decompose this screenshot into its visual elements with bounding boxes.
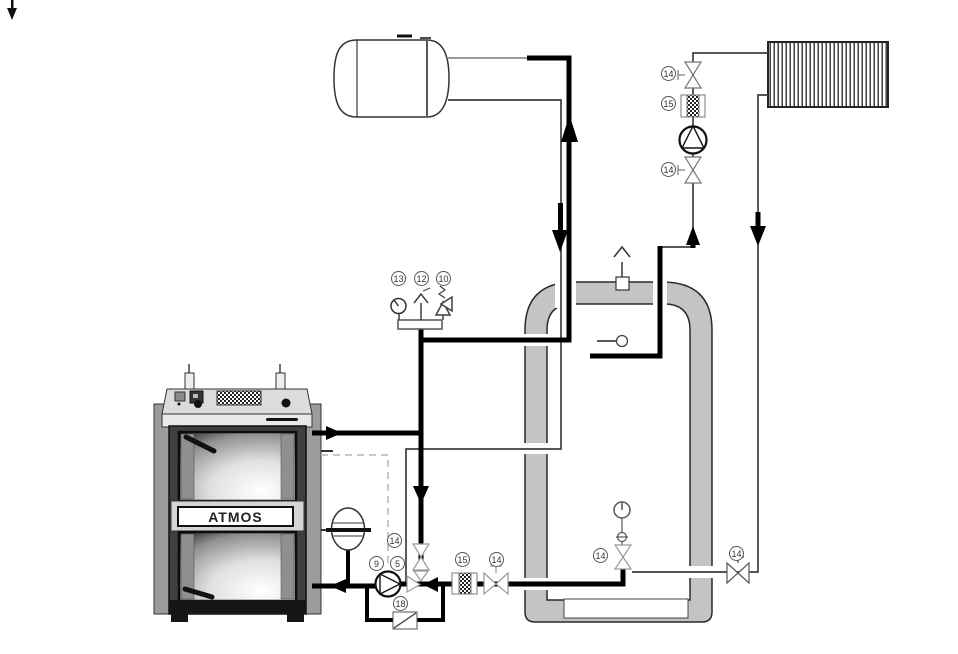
panel-switch — [174, 391, 186, 402]
arrow-expansion-down-icon — [552, 203, 568, 252]
boiler-base — [169, 600, 306, 613]
filter-return-icon — [451, 572, 478, 595]
mixing-valve-icon — [406, 570, 430, 594]
callout-14: 14 — [661, 66, 676, 81]
arrow-return-down-icon — [750, 212, 766, 246]
valve-return-radiator-icon — [726, 556, 750, 585]
drain-valve-icon — [613, 531, 633, 570]
callout-15: 15 — [661, 96, 676, 111]
arrow-flow-right-icon — [326, 426, 342, 440]
boiler-door-upper — [177, 430, 298, 503]
panel-grille — [216, 390, 262, 406]
callout-14: 14 — [593, 548, 608, 563]
boiler — [153, 364, 333, 622]
stray-arrow-icon — [7, 0, 17, 20]
safety-valve-icon — [434, 285, 453, 320]
arrow-riser-up-icon — [561, 115, 578, 142]
flow-arrows — [326, 115, 766, 593]
boiler-circuit — [374, 543, 509, 630]
radiator — [767, 41, 889, 108]
callout-5: 5 — [390, 556, 405, 571]
door-handle-lower — [182, 586, 215, 600]
boiler-control-panel — [161, 388, 313, 428]
callout-14: 14 — [661, 162, 676, 177]
valve-radiator-top-icon — [677, 61, 703, 89]
pipe-safety-riser — [421, 55, 572, 343]
callout-15: 15 — [455, 552, 470, 567]
panel-knob-left — [194, 400, 202, 408]
callout-9: 9 — [369, 556, 384, 571]
callout-14: 14 — [729, 546, 744, 561]
pump-boiler-icon — [374, 570, 402, 598]
thermometer-icon — [613, 501, 631, 545]
dashed-boundary — [321, 454, 389, 565]
pipe-radiator-return — [632, 94, 768, 573]
callout-14: 14 — [387, 533, 402, 548]
filter-radiator-icon — [680, 94, 706, 118]
check-valve-icon — [392, 611, 418, 630]
radiator-circuit — [677, 61, 750, 585]
safety-group — [390, 285, 453, 330]
accumulation-tank — [524, 281, 713, 623]
pipe-tank-supply-dip — [590, 246, 663, 359]
boiler-top-fittings — [184, 364, 286, 390]
door-handle-upper — [183, 434, 217, 454]
arrow-column-down-icon — [413, 486, 429, 504]
tank-bottom-plate — [563, 598, 689, 619]
arrow-return-left-icon — [330, 579, 346, 593]
boiler-door-lower — [177, 530, 298, 603]
atmos-plate — [177, 506, 294, 527]
open-expansion-tank — [333, 34, 450, 118]
arrow-supply-up-icon — [686, 226, 700, 248]
pump-radiator-icon — [678, 124, 708, 155]
valve-return-icon — [483, 565, 509, 596]
callout-18: 18 — [393, 596, 408, 611]
pipe-wall-casings — [523, 274, 714, 590]
safety-manifold — [397, 319, 443, 330]
column-valve-icon — [411, 543, 431, 571]
arrow-into-mixing-valve-icon — [423, 577, 438, 592]
closed-expansion-vessel — [326, 507, 371, 551]
callout-13: 13 — [391, 271, 406, 286]
boiler-brand-label: ATMOS — [208, 508, 263, 525]
open-vent-icon — [413, 287, 431, 320]
tank-vent-icon — [613, 245, 631, 291]
thin-pipes — [405, 52, 768, 582]
valve-radiator-bottom-icon — [677, 156, 703, 184]
callout-10: 10 — [436, 271, 451, 286]
callout-12: 12 — [414, 271, 429, 286]
tank-internals — [613, 245, 633, 570]
callout-14: 14 — [489, 552, 504, 567]
pipe-radiator-supply — [660, 52, 768, 248]
panel-knob-right — [281, 398, 291, 408]
pipe-expansion-down — [405, 99, 562, 582]
thermowell-icon — [615, 334, 629, 348]
